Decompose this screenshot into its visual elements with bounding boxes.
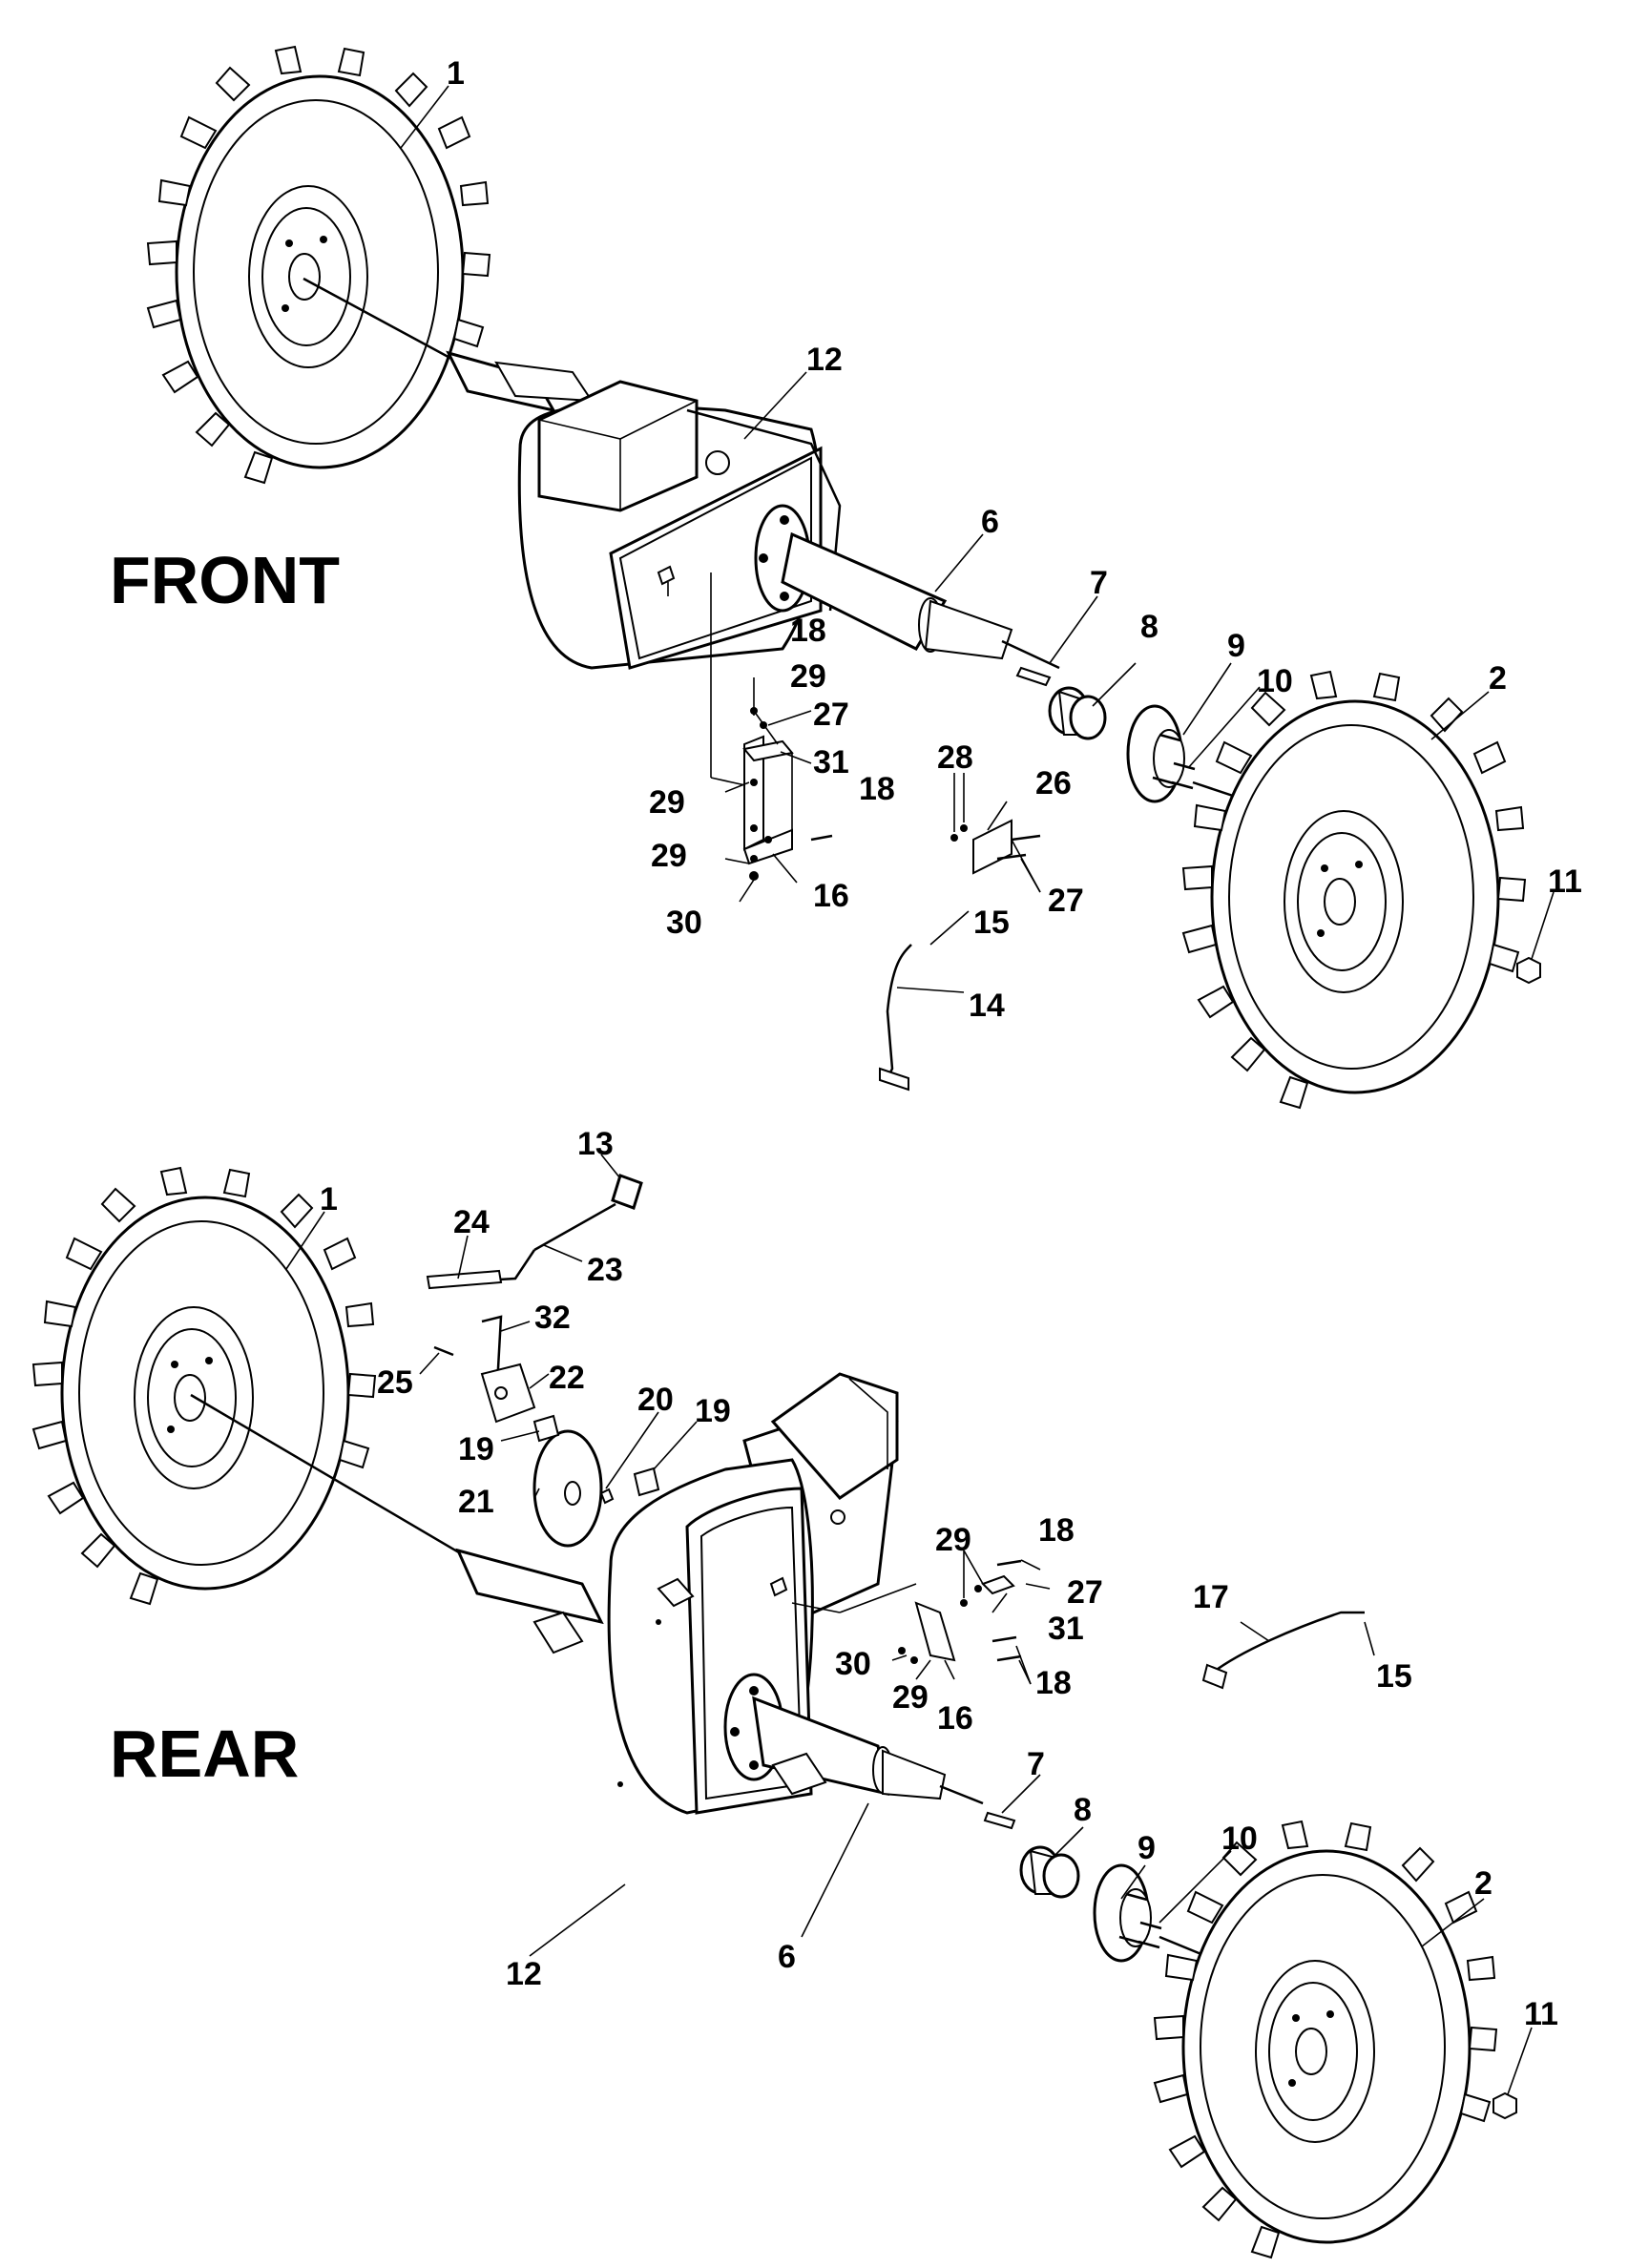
callout: 16 xyxy=(937,1700,973,1737)
callout: 29 xyxy=(935,1522,971,1558)
callout: 8 xyxy=(1074,1792,1092,1828)
callout: 31 xyxy=(1048,1611,1084,1647)
callout: 10 xyxy=(1257,663,1293,699)
front-bushing xyxy=(1048,686,1107,740)
callout: 20 xyxy=(637,1382,674,1418)
front-section-label: FRONT xyxy=(110,543,340,617)
callout: 12 xyxy=(506,1956,542,1992)
front-leader-lines xyxy=(400,85,1555,993)
callout: 14 xyxy=(969,988,1005,1024)
rear-shift-bracket xyxy=(898,1559,1022,1664)
callout: 18 xyxy=(790,613,826,649)
rear-wheel-nut xyxy=(1492,2091,1517,2120)
callout: 1 xyxy=(447,55,465,92)
front-transmission-housing xyxy=(517,380,842,670)
callout: 15 xyxy=(973,905,1010,941)
callout: 27 xyxy=(1048,883,1084,919)
callout: 29 xyxy=(892,1679,929,1716)
callout: 7 xyxy=(1090,565,1108,601)
callout: 10 xyxy=(1221,1821,1258,1857)
callout: 19 xyxy=(458,1431,494,1467)
callout: 21 xyxy=(458,1484,494,1520)
callout: 18 xyxy=(859,771,895,807)
rear-callout-labels: 13 1 24 23 32 25 22 20 19 19 21 29 18 27… xyxy=(320,1126,1558,2032)
front-hub xyxy=(1126,704,1280,813)
callout: 19 xyxy=(695,1393,731,1429)
front-shift-bracket xyxy=(710,572,833,881)
rear-shift-lever xyxy=(426,1174,643,1290)
callout: 17 xyxy=(1193,1579,1229,1615)
front-axle-tube xyxy=(781,531,1060,670)
callout: 8 xyxy=(1140,609,1158,645)
callout: 23 xyxy=(587,1252,623,1288)
callout: 27 xyxy=(813,697,849,733)
front-key xyxy=(1015,666,1052,687)
rear-wheel-right xyxy=(1153,1820,1498,2259)
rear-lever-bracket xyxy=(433,1315,536,1424)
callout: 15 xyxy=(1376,1658,1412,1695)
callout: 2 xyxy=(1489,660,1507,697)
callout: 22 xyxy=(549,1360,585,1396)
callout: 13 xyxy=(577,1126,614,1162)
callout: 25 xyxy=(377,1364,413,1401)
front-wheel-right xyxy=(1181,670,1527,1110)
callout: 29 xyxy=(790,658,826,695)
callout: 11 xyxy=(1524,1996,1558,2032)
callout: 30 xyxy=(835,1646,871,1682)
callout: 6 xyxy=(981,504,999,540)
callout: 27 xyxy=(1067,1574,1103,1611)
callout: 2 xyxy=(1474,1865,1492,1902)
callout: 9 xyxy=(1138,1830,1156,1866)
rear-bushing xyxy=(1019,1845,1080,1899)
callout: 1 xyxy=(320,1181,338,1217)
callout: 32 xyxy=(534,1300,571,1336)
callout: 28 xyxy=(937,739,973,776)
callout: 11 xyxy=(1548,864,1582,900)
callout: 26 xyxy=(1035,765,1072,801)
rear-hub xyxy=(1093,1863,1242,1972)
callout: 30 xyxy=(666,905,702,941)
callout: 6 xyxy=(778,1939,796,1975)
rear-left-axle xyxy=(190,1393,604,1654)
callout: 18 xyxy=(1038,1512,1075,1549)
front-callout-labels: 1 12 6 7 8 9 10 2 11 18 29 27 31 29 18 2… xyxy=(447,55,1582,1024)
callout: 29 xyxy=(651,838,687,874)
callout: 12 xyxy=(806,342,843,378)
callout: 24 xyxy=(453,1204,490,1240)
callout: 29 xyxy=(649,784,685,821)
rear-axle-tube xyxy=(752,1696,984,1805)
rear-wheel-left xyxy=(31,1166,377,1606)
rear-leader-lines xyxy=(285,1154,1533,2095)
front-wheel-left xyxy=(146,45,491,485)
callout: 9 xyxy=(1227,628,1245,664)
callout: 18 xyxy=(1035,1665,1072,1701)
front-shift-rod xyxy=(879,944,912,1092)
rear-key xyxy=(983,1811,1016,1830)
front-mount-plate xyxy=(950,819,1041,875)
front-assembly: FRONT 1 12 6 7 8 9 10 2 11 18 29 27 31 2… xyxy=(110,45,1582,1110)
rear-brake-assembly xyxy=(532,1414,660,1548)
callout: 31 xyxy=(813,744,849,780)
rear-shift-rod xyxy=(1201,1611,1365,1690)
front-wheel-nut xyxy=(1516,956,1541,985)
callout: 16 xyxy=(813,878,849,914)
callout: 7 xyxy=(1027,1746,1045,1782)
rear-section-label: REAR xyxy=(110,1717,299,1791)
rear-assembly: REAR 13 1 24 23 32 25 22 20 19 19 21 29 … xyxy=(31,1126,1558,2259)
